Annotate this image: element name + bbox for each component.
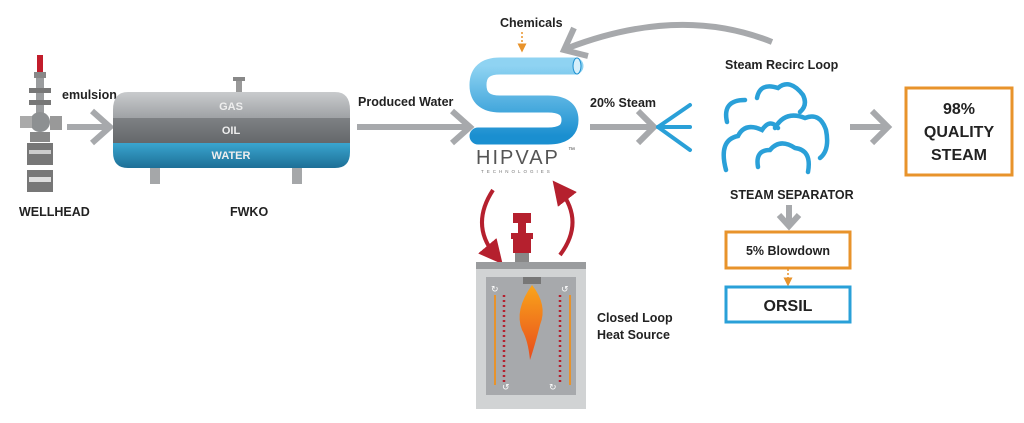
heat-supply-arrow [552,180,577,257]
blowdown-box [724,230,852,270]
steam-separator-label: STEAM SEPARATOR [730,188,854,202]
wellhead-icon [20,55,62,192]
hipvap-subtitle: TECHNOLOGIES [481,169,553,174]
steam-cloud-icon [721,82,830,175]
steam-recirc-label: Steam Recirc Loop [725,58,839,72]
quality-line-3: STEAM [931,147,987,164]
heat-source-line-1: Closed Loop [597,311,673,325]
heat-source-line-2: Heat Source [597,328,670,342]
emulsion-arrow [67,108,115,146]
fwko-label: FWKO [230,205,268,219]
gas-layer-label: GAS [219,101,243,113]
wellhead-label: WELLHEAD [19,205,90,219]
hipvap-logo: HIPVAP [476,147,560,169]
blowdown-arrow [776,205,802,231]
oil-layer-label: OIL [222,125,241,137]
orsil-label: ORSIL [764,298,813,315]
svg-text:↺: ↺ [502,383,510,393]
emulsion-label: emulsion [62,88,117,102]
quality-line-1: 98% [943,101,975,118]
orsil-box [724,285,852,324]
water-layer-label: WATER [212,150,251,162]
heat-return-arrow [478,188,503,265]
steam-20-label: 20% Steam [590,96,656,110]
pipe-end [572,57,582,75]
output-arrow [850,108,893,146]
steam-20-arrow [590,108,659,146]
svg-text:↺: ↺ [561,285,569,295]
hipvap-coil-icon [469,57,584,145]
heat-source-icon: ↻ ↺ ↺ ↻ [476,262,586,409]
svg-text:↻: ↻ [491,285,499,295]
quality-line-2: QUALITY [924,124,995,141]
fwko-tank [113,77,350,184]
recirc-arrow [559,21,774,59]
valve-icon [511,213,533,262]
produced-water-label: Produced Water [358,95,454,109]
chemicals-label: Chemicals [500,16,563,30]
quality-steam-box [904,86,1014,177]
hipvap-tm: ™ [568,147,575,154]
spray-fan-icon [656,103,692,152]
blowdown-label: 5% Blowdown [746,244,830,258]
svg-text:↻: ↻ [549,383,557,393]
produced-water-arrow [357,108,475,146]
